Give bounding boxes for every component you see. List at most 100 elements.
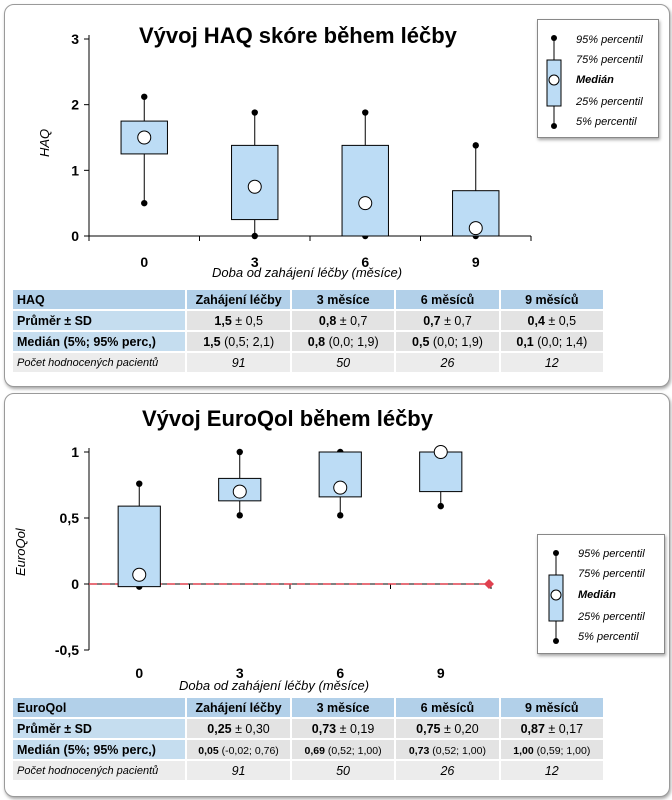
table-cell: 0,8 ± 0,7 <box>292 311 395 330</box>
cell-value: 1,5 <box>203 334 221 349</box>
table-cell: 91 <box>187 761 290 780</box>
x-tick-label: 3 <box>236 665 244 679</box>
p95-point <box>251 109 258 116</box>
p95-point <box>141 93 148 100</box>
y-tick-label: -0,5 <box>55 642 79 658</box>
cell-range: (0,0; 1,9) <box>325 334 379 349</box>
row-label-mean: Průměr ± SD <box>13 311 186 330</box>
table-row: Počet hodnocených pacientů 91 50 26 12 <box>13 353 603 372</box>
table-header-cell: 9 měsíců <box>500 290 603 309</box>
reference-marker <box>484 579 494 589</box>
euroqol-legend: 95% percentil 75% percentil Medián 25% p… <box>537 534 665 654</box>
table-cell: 26 <box>396 353 499 372</box>
y-tick-label: 1 <box>71 444 79 460</box>
p95-point <box>362 109 369 116</box>
legend-median: Medián <box>578 589 616 601</box>
table-cell: 0,69 (0,52; 1,00) <box>291 740 395 759</box>
table-header-cell: HAQ <box>13 290 186 309</box>
x-tick-label: 0 <box>140 254 148 270</box>
median-point <box>247 179 262 194</box>
cell-range: (0,5; 2,1) <box>220 334 275 349</box>
cell-sd: ± 0,30 <box>231 721 270 736</box>
legend-p25: 25% percentil <box>578 611 645 623</box>
table-header-cell: EuroQol <box>13 698 186 717</box>
x-tick-label: 0 <box>135 665 143 679</box>
euroqol-chart-title: Vývoj EuroQol během léčby <box>142 406 433 431</box>
haq-legend-glyph <box>546 35 562 129</box>
table-header-cell: 6 měsíců <box>396 290 499 309</box>
table-cell: 26 <box>396 761 499 780</box>
table-cell: 0,5 (0,0; 1,9) <box>396 332 499 351</box>
cell-value: 0,05 <box>198 744 219 757</box>
box-iqr <box>231 144 279 221</box>
table-cell: 0,73 (0,52; 1,00) <box>396 740 499 759</box>
haq-table: HAQ Zahájení léčby 3 měsíce 6 měsíců 9 m… <box>11 288 605 374</box>
table-cell: 0,1 (0,0; 1,4) <box>500 332 603 351</box>
y-tick-label: 1 <box>71 162 79 178</box>
p95-point <box>236 448 243 456</box>
row-label-median: Medián (5%; 95% perc,) <box>13 740 186 759</box>
table-header-cell: 3 měsíce <box>291 698 395 717</box>
legend-p75: 75% percentil <box>576 54 643 66</box>
euroqol-y-axis-label: EuroQol <box>13 528 28 576</box>
cell-sd: ± 0,5 <box>231 313 263 328</box>
p5-point <box>437 502 444 510</box>
p5-point <box>251 232 258 240</box>
table-cell: 0,87 ± 0,17 <box>500 719 603 738</box>
row-label-count: Počet hodnocených pacientů <box>13 353 186 372</box>
box-iqr <box>117 505 161 588</box>
table-cell: 12 <box>500 353 603 372</box>
cell-value: 0,4 <box>527 313 545 328</box>
table-cell: 1,00 (0,59; 1,00) <box>500 740 603 759</box>
table-header-cell: 3 měsíce <box>292 290 395 309</box>
cell-value: 0,8 <box>318 313 337 328</box>
table-cell: 91 <box>187 353 291 372</box>
legend-p75: 75% percentil <box>578 568 645 580</box>
table-cell: 0,25 ± 0,30 <box>187 719 290 738</box>
cell-value: 0,87 <box>520 721 545 736</box>
haq-y-axis-label: HAQ <box>37 128 52 157</box>
table-cell: 0,75 ± 0,20 <box>396 719 499 738</box>
legend-p5: 5% percentil <box>576 116 637 128</box>
cell-value: 1,5 <box>214 313 232 328</box>
legend-p95: 95% percentil <box>576 34 643 46</box>
box-iqr <box>341 144 389 237</box>
table-cell: 50 <box>292 353 395 372</box>
cell-range: (0,52; 1,00) <box>429 744 486 757</box>
cell-sd: ± 0,5 <box>544 313 577 328</box>
table-header-cell: Zahájení léčby <box>187 290 291 309</box>
row-label-count: Počet hodnocených pacientů <box>13 761 186 780</box>
table-row: Průměr ± SD 0,25 ± 0,30 0,73 ± 0,19 0,75… <box>13 719 603 738</box>
median-point <box>137 130 152 145</box>
table-header-cell: Zahájení léčby <box>187 698 290 717</box>
cell-value: 0,75 <box>416 721 441 736</box>
table-cell: 0,4 ± 0,5 <box>500 311 603 330</box>
box-iqr <box>452 190 500 237</box>
euroqol-x-axis-label: Doba od zahájení léčby (měsíce) <box>179 678 370 693</box>
table-cell: 0,7 ± 0,7 <box>396 311 499 330</box>
table-cell: 0,8 (0,0; 1,9) <box>292 332 395 351</box>
euroqol-table: EuroQol Zahájení léčby 3 měsíce 6 měsíců… <box>11 696 605 782</box>
table-header-cell: 9 měsíců <box>500 698 603 717</box>
median-point <box>358 196 373 211</box>
x-tick-label: 9 <box>472 254 480 270</box>
cell-range: (0,59; 1,00) <box>533 744 591 757</box>
cell-range: (-0,02; 0,76) <box>218 744 279 757</box>
x-tick-label: 3 <box>251 254 259 270</box>
cell-range: (0,52; 1,00) <box>324 744 382 757</box>
haq-legend: 95% percentil 75% percentil Medián 25% p… <box>537 19 659 138</box>
x-tick-label: 9 <box>437 665 445 679</box>
table-row: Počet hodnocených pacientů 91 50 26 12 <box>13 761 603 780</box>
euroqol-legend-glyph <box>548 550 564 644</box>
table-cell: 1,5 ± 0,5 <box>187 311 291 330</box>
table-cell: 50 <box>291 761 395 780</box>
table-cell: 1,5 (0,5; 2,1) <box>187 332 291 351</box>
legend-p5: 5% percentil <box>578 631 639 643</box>
cell-range: (0,0; 1,9) <box>429 334 483 349</box>
cell-sd: ± 0,17 <box>544 721 584 736</box>
x-tick-label: 6 <box>361 254 369 270</box>
cell-sd: ± 0,7 <box>440 313 472 328</box>
